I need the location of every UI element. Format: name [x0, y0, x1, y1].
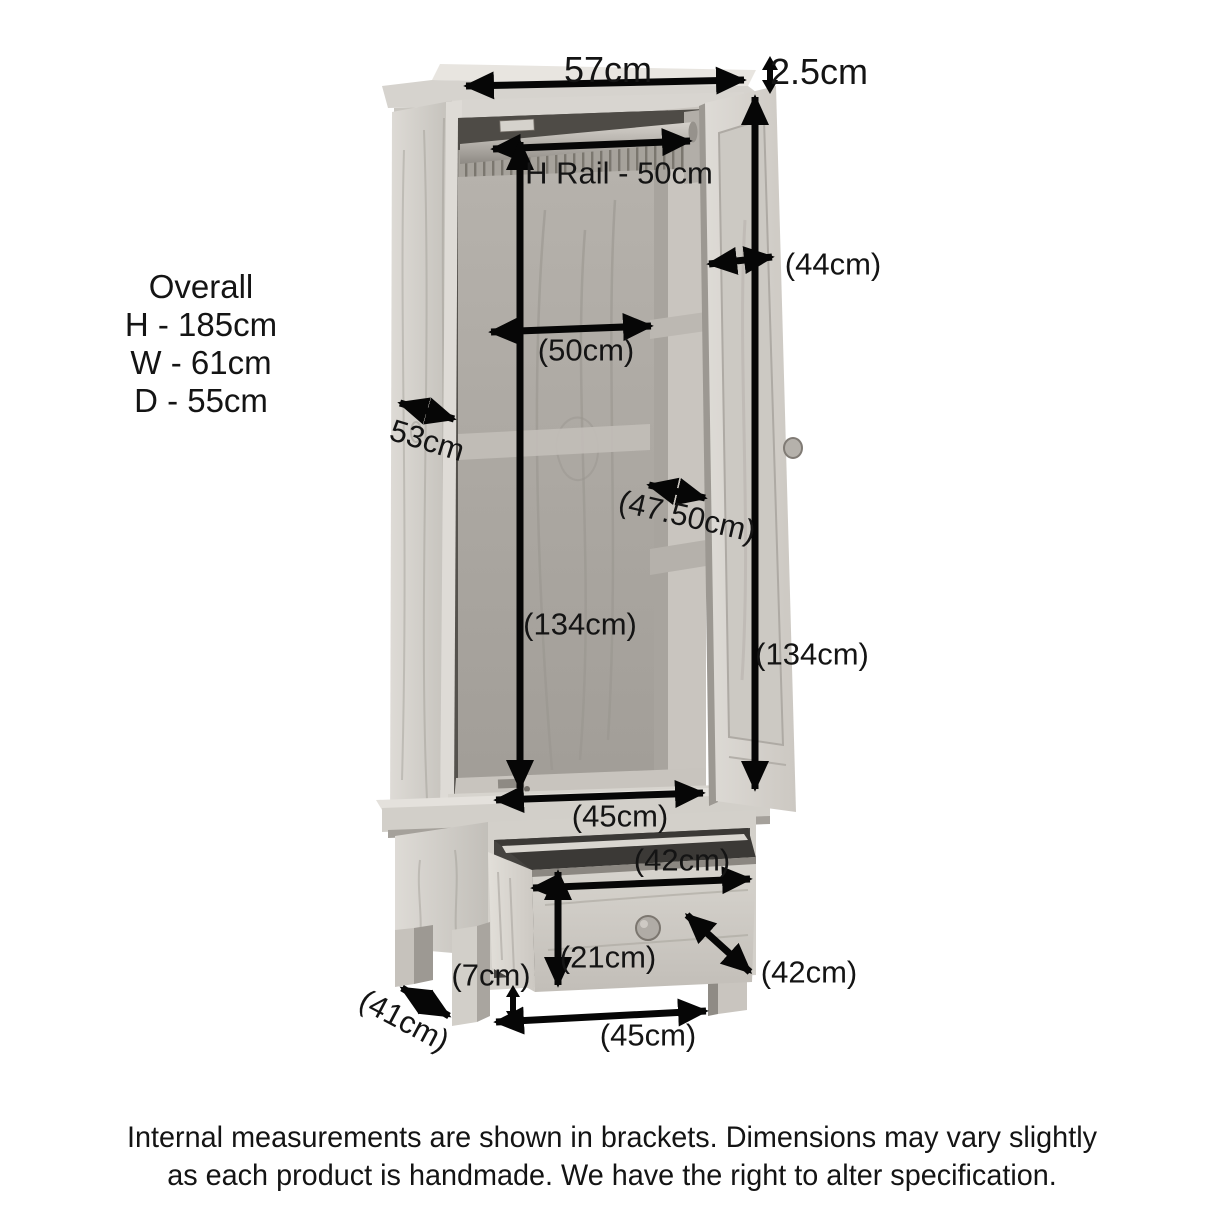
- interior-back-panel: [458, 164, 662, 803]
- dimension-annotations: [397, 56, 778, 1035]
- label-drawer-inner-width: (42cm): [633, 842, 731, 878]
- side-panel: [390, 100, 456, 834]
- door: [699, 86, 803, 812]
- label-drawer-front-height: (21cm): [559, 939, 657, 975]
- overall-depth: D - 55cm: [134, 382, 268, 419]
- arrow-top-thickness: [762, 56, 778, 94]
- interior-right-panel: [662, 106, 706, 797]
- door-knob: [783, 437, 803, 459]
- label-rail: H Rail - 50cm: [525, 155, 713, 191]
- interior-right-bar-top: [650, 312, 706, 339]
- label-inner-width: (50cm): [537, 332, 635, 368]
- label-inner-height: (134cm): [523, 606, 637, 642]
- door-edge: [699, 103, 718, 806]
- arrow-inner-depth: [646, 477, 708, 506]
- arrow-inner-width: [488, 313, 654, 345]
- hinge-plate-icon: [499, 118, 535, 133]
- drawer-knob: [635, 915, 661, 941]
- label-door-inner-width: (44cm): [784, 246, 882, 282]
- overall-title: Overall: [148, 268, 254, 305]
- footnote-line-2: as each product is handmade. We have the…: [167, 1159, 1057, 1192]
- arrow-base-width: [493, 998, 709, 1035]
- arrow-top-width: [463, 66, 747, 100]
- label-inner-base-width: (45cm): [571, 798, 669, 834]
- overall-height: H - 185cm: [124, 306, 278, 343]
- arrow-drawer-depth: [684, 912, 753, 975]
- arrow-side-depth: [397, 397, 457, 425]
- interior-right-batten: [654, 110, 668, 798]
- legs: [395, 922, 747, 1026]
- front-left-leg: [452, 926, 477, 1026]
- interior-right-bar-bottom: [650, 540, 706, 575]
- overall-specs: Overall H - 185cm W - 61cm D - 55cm: [125, 268, 277, 420]
- base-side-panel: [395, 822, 488, 956]
- footnote-line-1: Internal measurements are shown in brack…: [127, 1121, 1097, 1154]
- arrow-base-depth: [399, 984, 452, 1020]
- label-door-height: (134cm): [755, 636, 869, 672]
- drawer-back-edge: [502, 834, 748, 853]
- rear-left-leg: [395, 928, 414, 987]
- label-drawer-depth: (42cm): [760, 954, 858, 990]
- label-top-thickness: 2.5cm: [769, 51, 869, 93]
- label-base-width: (45cm): [599, 1017, 697, 1053]
- arrow-inner-base-width: [493, 779, 706, 814]
- overall-width: W - 61cm: [130, 344, 272, 381]
- label-floor-clearance: (7cm): [451, 957, 531, 993]
- label-top-width: 57cm: [563, 49, 653, 91]
